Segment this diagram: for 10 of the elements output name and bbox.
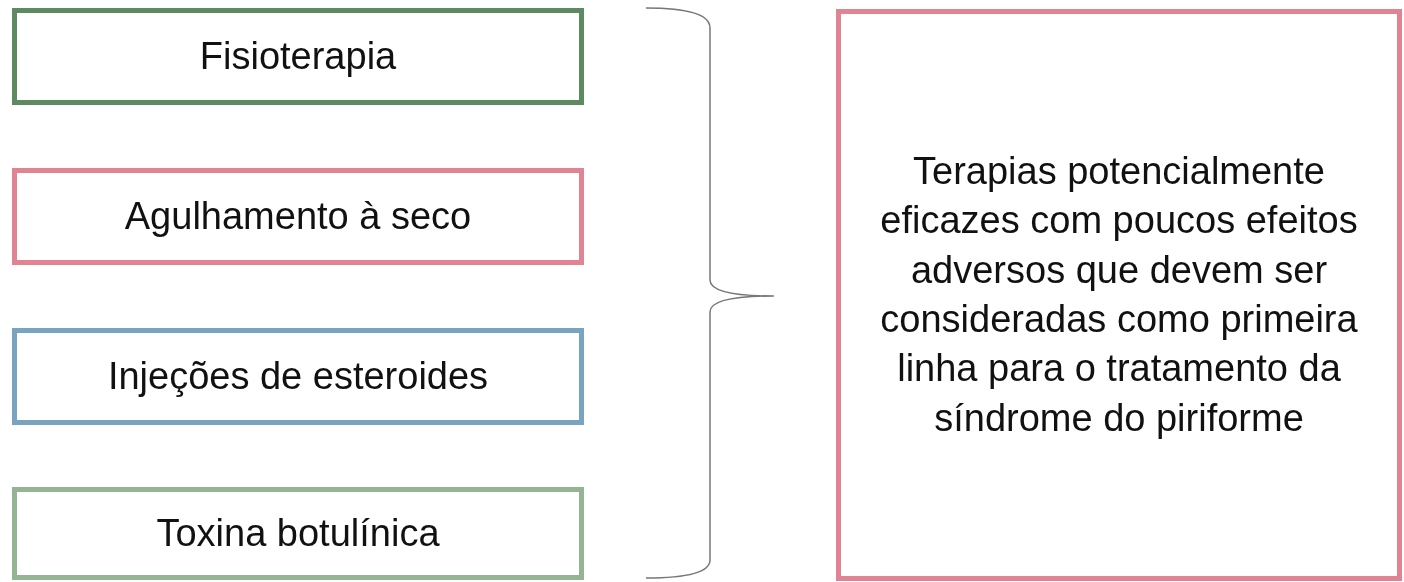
description-text: Terapias potencialmente eficazes com poucos efeitos adversos que devem ser consideradas como primeira linha para o tratamento da síndrome do piriforme <box>879 148 1359 441</box>
therapy-box <box>12 328 584 425</box>
therapy-box <box>12 8 584 105</box>
therapy-label: Fisioterapia <box>199 35 397 78</box>
summary-box <box>836 9 1402 581</box>
therapy-label: Injeções de esteroides <box>107 355 489 398</box>
therapy-box <box>12 168 584 265</box>
therapy-label: Agulhamento à seco <box>124 195 472 238</box>
therapy-box <box>12 487 584 580</box>
therapy-label: Toxina botulínica <box>156 512 440 555</box>
